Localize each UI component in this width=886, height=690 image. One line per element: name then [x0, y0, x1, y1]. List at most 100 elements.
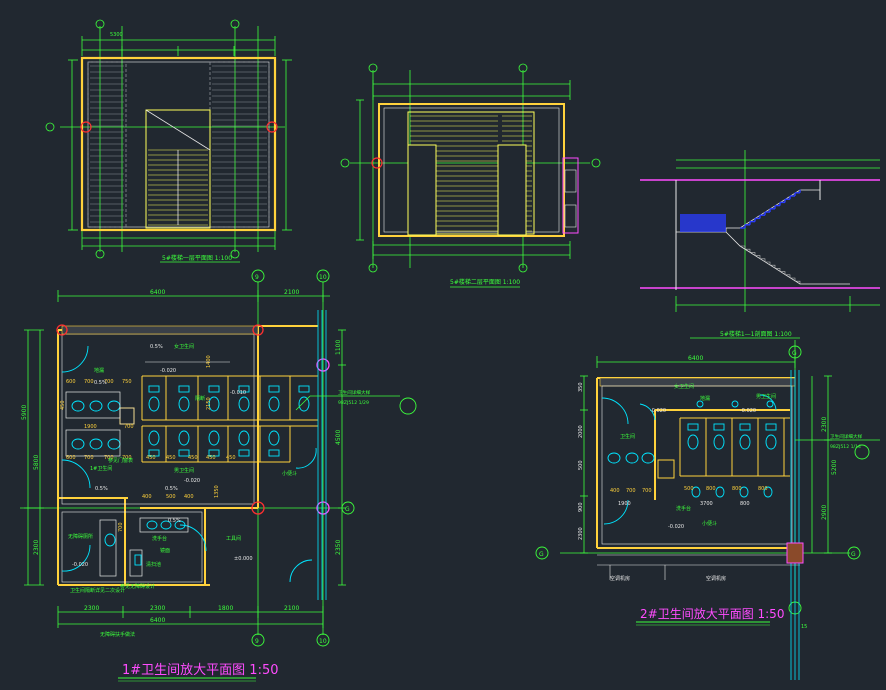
toilet-fixture [178, 430, 190, 446]
toilet-fixture [208, 430, 220, 446]
p1-label-janitor: 工具间 [226, 535, 241, 542]
section-step [745, 248, 751, 253]
toilet-tank [268, 449, 280, 457]
p2-row-dim: 700 [642, 488, 652, 494]
basin-fixture [146, 520, 158, 530]
stair-plan-2: 5#楼梯二层平面图 1:100 [340, 63, 601, 288]
basin-fixture [107, 438, 121, 450]
p1-misc-dim: 1350 [214, 485, 220, 498]
p1-label-men: 男卫生间 [174, 467, 194, 474]
p2-dim-left: 900 [578, 502, 584, 512]
p1-elev-5: -0.010 [230, 390, 246, 396]
p1-dim-bot-total: 6400 [150, 617, 165, 624]
toilet-fixture [148, 396, 160, 412]
p2-dim-left: 350 [578, 382, 584, 392]
toilet-tank [148, 449, 160, 457]
v1-dim-top: 5300 [110, 32, 123, 38]
v2-title: 5#楼梯二层平面图 1:100 [450, 278, 520, 286]
p1-row-dim-a: 750 [122, 379, 132, 385]
p1-cubicle-dim: 450 [188, 455, 198, 461]
p1-label-basin-counter: 洗手台 [152, 535, 167, 542]
p1-row-dim-b: 700 [122, 455, 132, 461]
section-step [795, 280, 801, 285]
p2-dim-right-1: 2300 [821, 417, 828, 432]
toilet-tank [765, 423, 777, 431]
p1-dim-bot-2: 2300 [150, 605, 165, 612]
p1-row-dim-a: 600 [66, 379, 76, 385]
p2-label-men: 男卫生间 [756, 393, 776, 400]
p2-row-dim: 400 [610, 488, 620, 494]
p1-callout-2: 98ZJ512 1/29 [338, 400, 369, 406]
p1-elev-3: ±0.000 [234, 556, 253, 562]
p1-dim-left-2: 5800 [33, 455, 40, 470]
p1-label-room: 1#卫生间 [90, 465, 112, 472]
basin-fixture [71, 438, 85, 450]
toilet-tank [178, 385, 190, 393]
p2-dim-right-3: 2900 [821, 505, 828, 520]
p1-cubicle-dim: 450 [166, 455, 176, 461]
p1-label-mirror: 镜面 [160, 547, 170, 554]
p1-grid-right: G [345, 506, 350, 513]
p1-row-dim-a: 700 [84, 379, 94, 385]
basin-fixture [641, 452, 655, 464]
toilet-fixture [268, 430, 280, 446]
basin-fixture [625, 452, 639, 464]
urinal-fixture [763, 486, 773, 498]
v3-title: 5#楼梯1—1剖面图 1:100 [720, 330, 792, 338]
toilet-fixture [268, 396, 280, 412]
urinal-fixture [739, 486, 749, 498]
p1-cubicle-dim: 450 [226, 455, 236, 461]
p2-cubicle-dim: 800 [732, 486, 742, 492]
p1-misc-dim: 500 [166, 494, 176, 500]
mop-sink [134, 554, 142, 566]
toilet-fixture [208, 396, 220, 412]
p2-label-basin: 洗手台 [676, 505, 691, 512]
toilet-tank [208, 449, 220, 457]
toilet-tank [208, 385, 220, 393]
p2-grid-top: G [792, 350, 797, 357]
p1-row-dim-b: 700 [104, 455, 114, 461]
toilet-fixture [739, 434, 751, 450]
toilet-fixture [238, 430, 250, 446]
p1-misc-dim: 400 [184, 494, 194, 500]
p1-note-a: 参见门窗表 [108, 457, 133, 464]
p1-dim-right-2: 4500 [335, 430, 342, 445]
p1-slope-2: 0.5% [150, 344, 163, 350]
basin-fixture [607, 452, 621, 464]
p1-note-c: 无障碍扶手做法 [100, 631, 135, 638]
toilet-fixture [687, 434, 699, 450]
p1-misc-dim: 2150 [206, 397, 212, 410]
p2-cubicle-dim: 800 [706, 486, 716, 492]
toilet-plan-1: 9 10 9 10 G 6400 2100 2300 2300 1800 210… [20, 269, 417, 682]
p2-dim-right-2: 5200 [831, 460, 838, 475]
p1-row-dim-b: 700 [84, 455, 94, 461]
toilet-tank [739, 423, 751, 431]
section-step [785, 274, 791, 278]
p1-dim-top-2: 2100 [284, 289, 299, 296]
p1-note-b: 卫生间隔断详见二次设计 [70, 587, 125, 594]
section-step [770, 264, 776, 269]
p1-slope-1: 0.5% [94, 380, 107, 386]
toilet-tank [178, 449, 190, 457]
p1-row-dim-a: 700 [104, 379, 114, 385]
p1-dim-right-1: 1100 [335, 340, 342, 355]
section-step [765, 261, 771, 266]
p2-dim-left: 2300 [578, 527, 584, 540]
p2-dim-left: 2000 [578, 425, 584, 438]
toilet-fixture [765, 434, 777, 450]
section-step [755, 255, 761, 259]
section-step [780, 271, 786, 275]
basin-fixture [160, 520, 172, 530]
p1-cubicle-dim: 450 [206, 455, 216, 461]
p1-title: 1#卫生间放大平面图 1:50 [122, 663, 279, 678]
p2-misc-dim: 3700 [700, 501, 713, 507]
toilet-fixture [104, 533, 116, 547]
stair-plan-1: 5300 5#楼梯一层平面图 1:100 [45, 19, 292, 263]
p1-grid-top-a: 9 [255, 274, 259, 281]
toilet-fixture [178, 396, 190, 412]
toilet-plan-2: G G G 15 6400 2300 5200 2900 [535, 340, 880, 680]
p2-label-lobby: 空调机房 [610, 575, 630, 582]
p1-note-e: 清扫池 [146, 561, 161, 568]
